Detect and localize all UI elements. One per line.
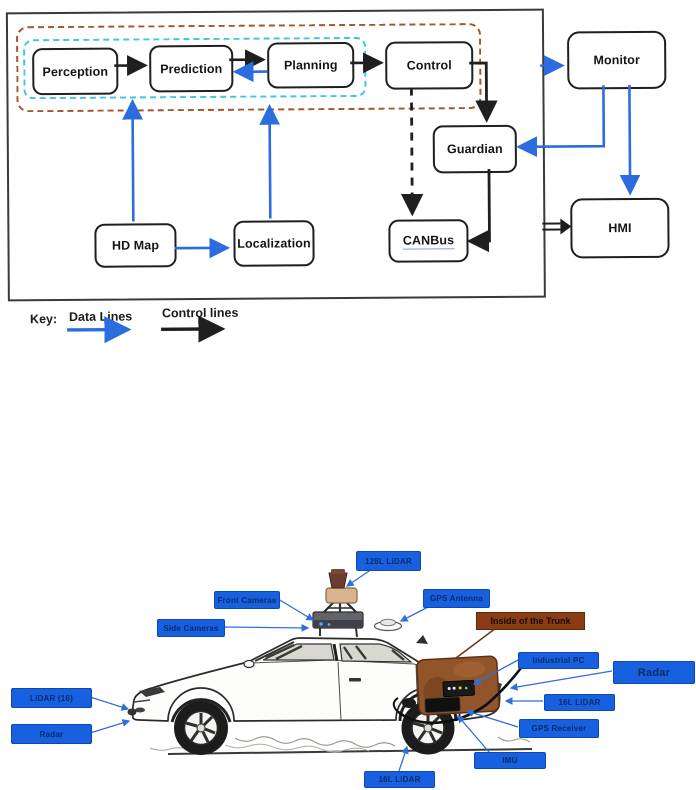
gps-antenna-disc: [373, 618, 403, 632]
leader-industrial-pc: [472, 659, 519, 685]
node-perception: Perception: [32, 47, 119, 96]
node-hd-map: HD Map: [94, 223, 177, 268]
leader-front-cameras: [277, 598, 315, 621]
sensor-label-gps-antenna: GPS Antenna: [423, 589, 490, 608]
key-title: Key:: [29, 312, 58, 327]
sensor-label-front-cameras-text: Front Cameras: [217, 595, 277, 605]
node-prediction: Prediction: [149, 44, 234, 93]
node-control-label: Control: [406, 58, 452, 73]
leader-gps-receiver: [465, 709, 519, 728]
sensor-label-16l-lidar-bottom: 16L LiDAR: [364, 771, 435, 788]
sensor-label-side-cameras-text: Side Cameras: [163, 623, 219, 633]
rear-cable: [396, 667, 523, 725]
leader-radar-left: [89, 719, 131, 734]
sensor-label-16l-lidar-bottom-text: 16L LiDAR: [378, 775, 421, 784]
gps-receiver-device: [424, 696, 461, 714]
node-canbus: CANBus: [388, 219, 469, 263]
sensor-label-front-cameras: Front Cameras: [214, 591, 280, 609]
sensor-label-16l-lidar-right: 16L LiDAR: [544, 694, 615, 711]
node-planning-label: Planning: [283, 58, 338, 73]
leader-128l-lidar: [345, 568, 373, 587]
node-guardian: Guardian: [432, 124, 518, 174]
node-guardian-label: Guardian: [446, 141, 503, 157]
node-hmi: HMI: [570, 197, 670, 259]
sensor-label-128l-lidar-text: 128L LiDAR: [365, 556, 412, 566]
sensor-label-16l-lidar-right-text: 16L LiDAR: [558, 698, 601, 707]
sensor-label-radar-right-text: Radar: [637, 666, 671, 679]
sensor-label-side-cameras: Side Cameras: [157, 619, 225, 637]
node-localization-label: Localization: [237, 236, 311, 251]
leader-imu: [457, 715, 490, 753]
arrow-monitor-hmi: [619, 85, 641, 196]
trunk-overlay: [416, 655, 500, 716]
trunk-callout-text: Inside of the Trunk: [490, 616, 571, 626]
key-data-lines-label: Data Lines: [68, 309, 133, 324]
sensor-label-gps-receiver-text: GPS Receiver: [531, 724, 587, 733]
node-localization: Localization: [233, 220, 315, 267]
car-illustration: [89, 568, 613, 772]
sensor-label-radar-right: Radar: [613, 661, 695, 684]
sensor-label-radar-left-text: Radar: [39, 729, 64, 739]
front-wheel: [174, 701, 228, 755]
sensor-label-lidar-16-text: LiDAR (16): [30, 693, 73, 703]
roof-sensor-rig: [312, 569, 364, 638]
sensor-label-radar-left: Radar: [11, 724, 92, 744]
industrial-pc-device: [442, 679, 475, 698]
node-monitor-label: Monitor: [593, 52, 641, 68]
node-hmi-label: HMI: [608, 221, 632, 236]
node-prediction-label: Prediction: [160, 61, 223, 76]
leader-side-cameras: [222, 624, 310, 632]
sensor-label-128l-lidar: 128L LiDAR: [356, 551, 421, 571]
sensor-label-industrial-pc: Industrial PC: [518, 652, 599, 669]
leader-inside-trunk: [455, 627, 497, 659]
sensor-label-industrial-pc-text: Industrial PC: [532, 656, 585, 665]
sensor-label-imu-text: IMU: [502, 756, 518, 765]
leader-16l-lidar-bottom: [398, 745, 409, 772]
leader-gps-antenna: [399, 605, 431, 622]
headlight: [139, 687, 165, 697]
lidar-128l: [328, 572, 348, 589]
sensor-label-imu: IMU: [474, 752, 546, 769]
key-control-lines-label: Control lines: [161, 305, 239, 321]
node-monitor: Monitor: [567, 30, 667, 90]
lidar-base: [325, 587, 358, 604]
leader-radar-right: [509, 670, 613, 691]
rear-side-window: [339, 643, 413, 663]
trunk-callout-label: Inside of the Trunk: [476, 612, 585, 630]
sensor-label-lidar-16: LiDAR (16): [11, 688, 92, 708]
node-control: Control: [385, 41, 474, 90]
vehicle-sensor-diagram: 128L LiDAR Front Cameras Side Cameras GP…: [0, 540, 696, 790]
sensor-label-gps-antenna-text: GPS Antenna: [429, 594, 484, 603]
software-architecture-diagram: Perception Prediction Planning Control M…: [0, 0, 696, 347]
sensor-label-gps-receiver: GPS Receiver: [519, 719, 599, 738]
leader-lidar-16: [89, 696, 130, 711]
node-planning: Planning: [267, 41, 355, 89]
node-hd-map-label: HD Map: [111, 238, 160, 253]
rear-wheel: [401, 701, 455, 755]
node-canbus-label: CANBus: [402, 232, 455, 250]
node-perception-label: Perception: [42, 64, 109, 79]
